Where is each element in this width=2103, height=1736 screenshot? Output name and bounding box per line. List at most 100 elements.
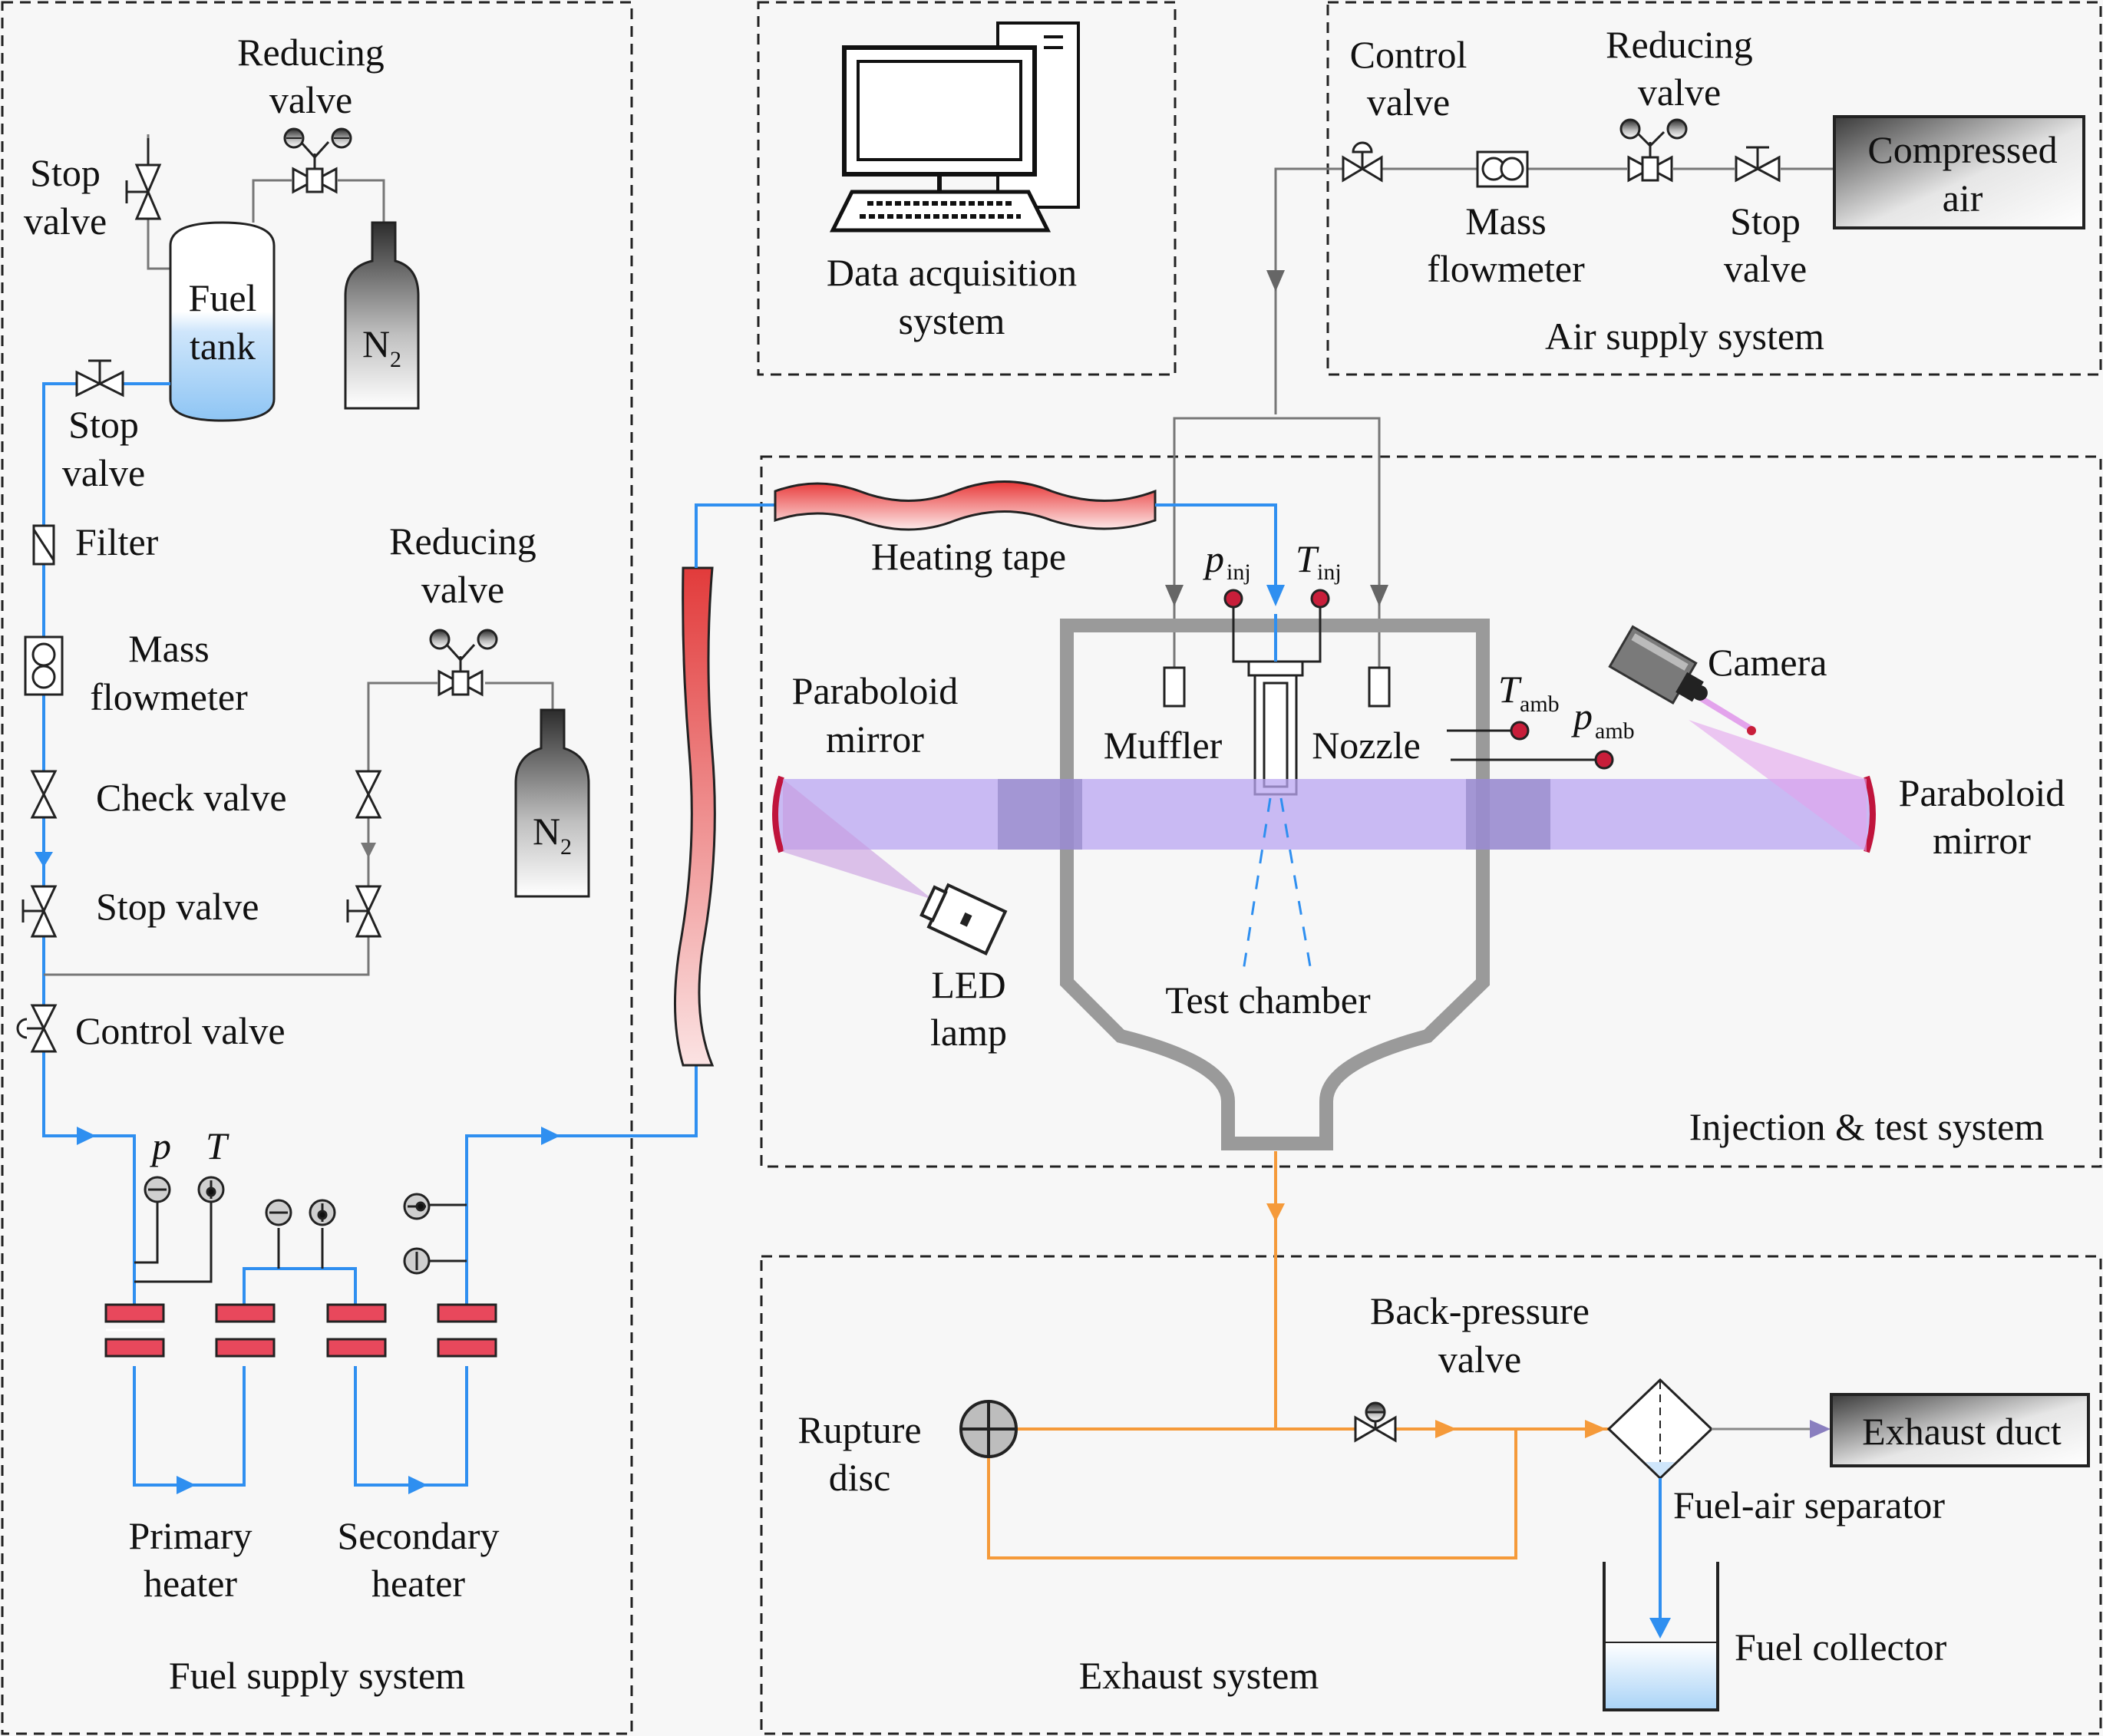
gauges-primary: [134, 1201, 467, 1283]
stop-valve-air-label-2: valve: [1724, 247, 1807, 290]
fuel-air-separator-label: Fuel-air separator: [1673, 1484, 1945, 1526]
keyboard-icon: [829, 190, 1052, 233]
p-amb-sub: amb: [1595, 718, 1635, 744]
check-valve-label: Check valve: [96, 776, 287, 819]
control-valve-air-icon: [1342, 141, 1383, 183]
pressure-gauge-2: [265, 1199, 292, 1226]
stop-valve-tank-label-1: Stop: [68, 403, 139, 446]
n2-mid-label: N: [533, 810, 560, 853]
temperature-gauge-2: [309, 1199, 336, 1226]
exhaust-duct-box: [1830, 1393, 2090, 1467]
secondary-heater-label-2: heater: [371, 1562, 465, 1605]
injection-test-system: Heating tape p inj T inj: [772, 417, 2065, 1150]
p-inj-sensor: [1223, 589, 1259, 663]
test-chamber-icon: [1060, 619, 1490, 1150]
n2-flow-arrow: [361, 843, 376, 858]
n2-top-sub: 2: [390, 347, 401, 372]
window-left: [998, 779, 1082, 850]
reducing-valve-mid-icon: [429, 629, 498, 697]
exhaust-duct-arrow: [1810, 1420, 1831, 1438]
exhaust-system-label: Exhaust system: [1079, 1654, 1319, 1697]
pressure-gauge-1: [144, 1176, 171, 1203]
p-inj-sub: inj: [1226, 559, 1251, 585]
fuel-collector-label: Fuel collector: [1735, 1625, 1947, 1668]
reducing-valve-mid-label-1: Reducing: [389, 520, 536, 563]
spray-lines: [1242, 797, 1312, 972]
pressure-gauge-3: [403, 1247, 431, 1275]
fuel-flow-arrow-5: [541, 1127, 560, 1145]
fuel-flow-arrow-1: [35, 852, 53, 867]
n2-top-label: N: [362, 322, 390, 365]
control-valve-fuel-label: Control valve: [75, 1009, 286, 1052]
daq-label-2: system: [899, 299, 1005, 342]
led-lamp-icon: [919, 883, 1008, 955]
rupture-disc-icon: [959, 1400, 1018, 1458]
vertical-heating-tape-icon: [674, 566, 716, 1067]
daq-box: [757, 1, 1177, 376]
paraboloid-left-label-2: mirror: [826, 718, 924, 761]
t-label: T: [206, 1124, 229, 1167]
primary-heater-b: [215, 1303, 276, 1358]
exhaust-system: Rupture disc Back-pressure valve Exhaust…: [797, 1151, 2090, 1711]
exhaust-box: [760, 1255, 2102, 1735]
stop-valve-mid-label: Stop valve: [96, 885, 259, 928]
paraboloid-mirror-right-icon: [1864, 775, 1876, 853]
mass-flowmeter-fuel-label-2: flowmeter: [90, 675, 248, 718]
collector-fluid: [1604, 1642, 1718, 1710]
back-pressure-label-1: Back-pressure: [1370, 1289, 1590, 1332]
stop-valve-top-icon: [125, 138, 162, 220]
led-lamp-label-1: LED: [931, 963, 1005, 1006]
stop-valve-n2-icon: [346, 885, 382, 938]
fuel-line-to-nozzle: [1155, 503, 1277, 591]
p-label: p: [150, 1124, 171, 1167]
heating-tape-label: Heating tape: [871, 535, 1066, 578]
daq-label-1: Data acquisition: [827, 251, 1077, 294]
mass-flowmeter-air-label-2: flowmeter: [1427, 247, 1585, 290]
fuel-flow-arrow-4: [408, 1476, 428, 1494]
control-valve-air-label-1: Control: [1350, 33, 1467, 76]
temperature-gauge-3: [403, 1193, 431, 1220]
primary-heater-label-2: heater: [144, 1562, 237, 1605]
fuel-flow-arrow-3: [177, 1476, 196, 1494]
stop-valve-air-label-1: Stop: [1730, 200, 1801, 243]
camera-label: Camera: [1708, 641, 1827, 684]
stop-valve-top-label-1: Stop: [30, 151, 101, 194]
led-light-cone: [783, 779, 933, 899]
window-right: [1466, 779, 1550, 850]
stop-valve-mid-icon: [21, 885, 58, 938]
fuel-supply-system: Fuel tank N 2 Reducing valve Stop valve …: [16, 31, 698, 1697]
compressed-air-box: [1833, 115, 2085, 229]
p-amb-sensor: [1451, 750, 1614, 770]
temperature-gauge-1: [197, 1176, 225, 1203]
paraboloid-left-label-1: Paraboloid: [792, 669, 959, 712]
nozzle-label: Nozzle: [1312, 724, 1421, 767]
fuel-flow-arrow-2: [77, 1127, 96, 1145]
filter-icon: [32, 524, 55, 566]
muffler-left-icon: [1163, 666, 1186, 708]
collector-arrow: [1649, 1618, 1671, 1639]
exhaust-arrow-2: [1585, 1420, 1606, 1438]
secondary-heater-a: [326, 1303, 387, 1358]
mass-flowmeter-air-label-1: Mass: [1465, 200, 1547, 243]
fuel-tank-label-1: Fuel: [189, 276, 257, 319]
stop-valve-tank-icon: [75, 359, 124, 398]
mass-flowmeter-air-icon: [1476, 150, 1529, 188]
n2-branch-lines: [44, 682, 554, 976]
fuel-collector-icon: [1603, 1562, 1719, 1711]
camera-light-cone: [1689, 720, 1867, 852]
air-flow-arrow: [1266, 270, 1285, 292]
fuel-tank-label-2: tank: [190, 325, 256, 368]
mass-flowmeter-fuel-label-1: Mass: [128, 627, 210, 670]
injection-system-label: Injection & test system: [1689, 1105, 2045, 1148]
n2-mid-sub: 2: [560, 834, 572, 860]
t-inj-label: T: [1296, 537, 1319, 580]
muffler-air-arrow-right: [1370, 585, 1388, 606]
primary-heater-label-1: Primary: [128, 1514, 252, 1557]
reducing-valve-top-label-2: valve: [269, 78, 352, 121]
n2-cylinder-top-icon: [344, 221, 420, 410]
muffler-label: Muffler: [1104, 724, 1223, 767]
reducing-valve-air-icon: [1619, 118, 1688, 183]
n2-line-top: [252, 179, 292, 223]
stop-valve-air-icon: [1735, 146, 1781, 183]
